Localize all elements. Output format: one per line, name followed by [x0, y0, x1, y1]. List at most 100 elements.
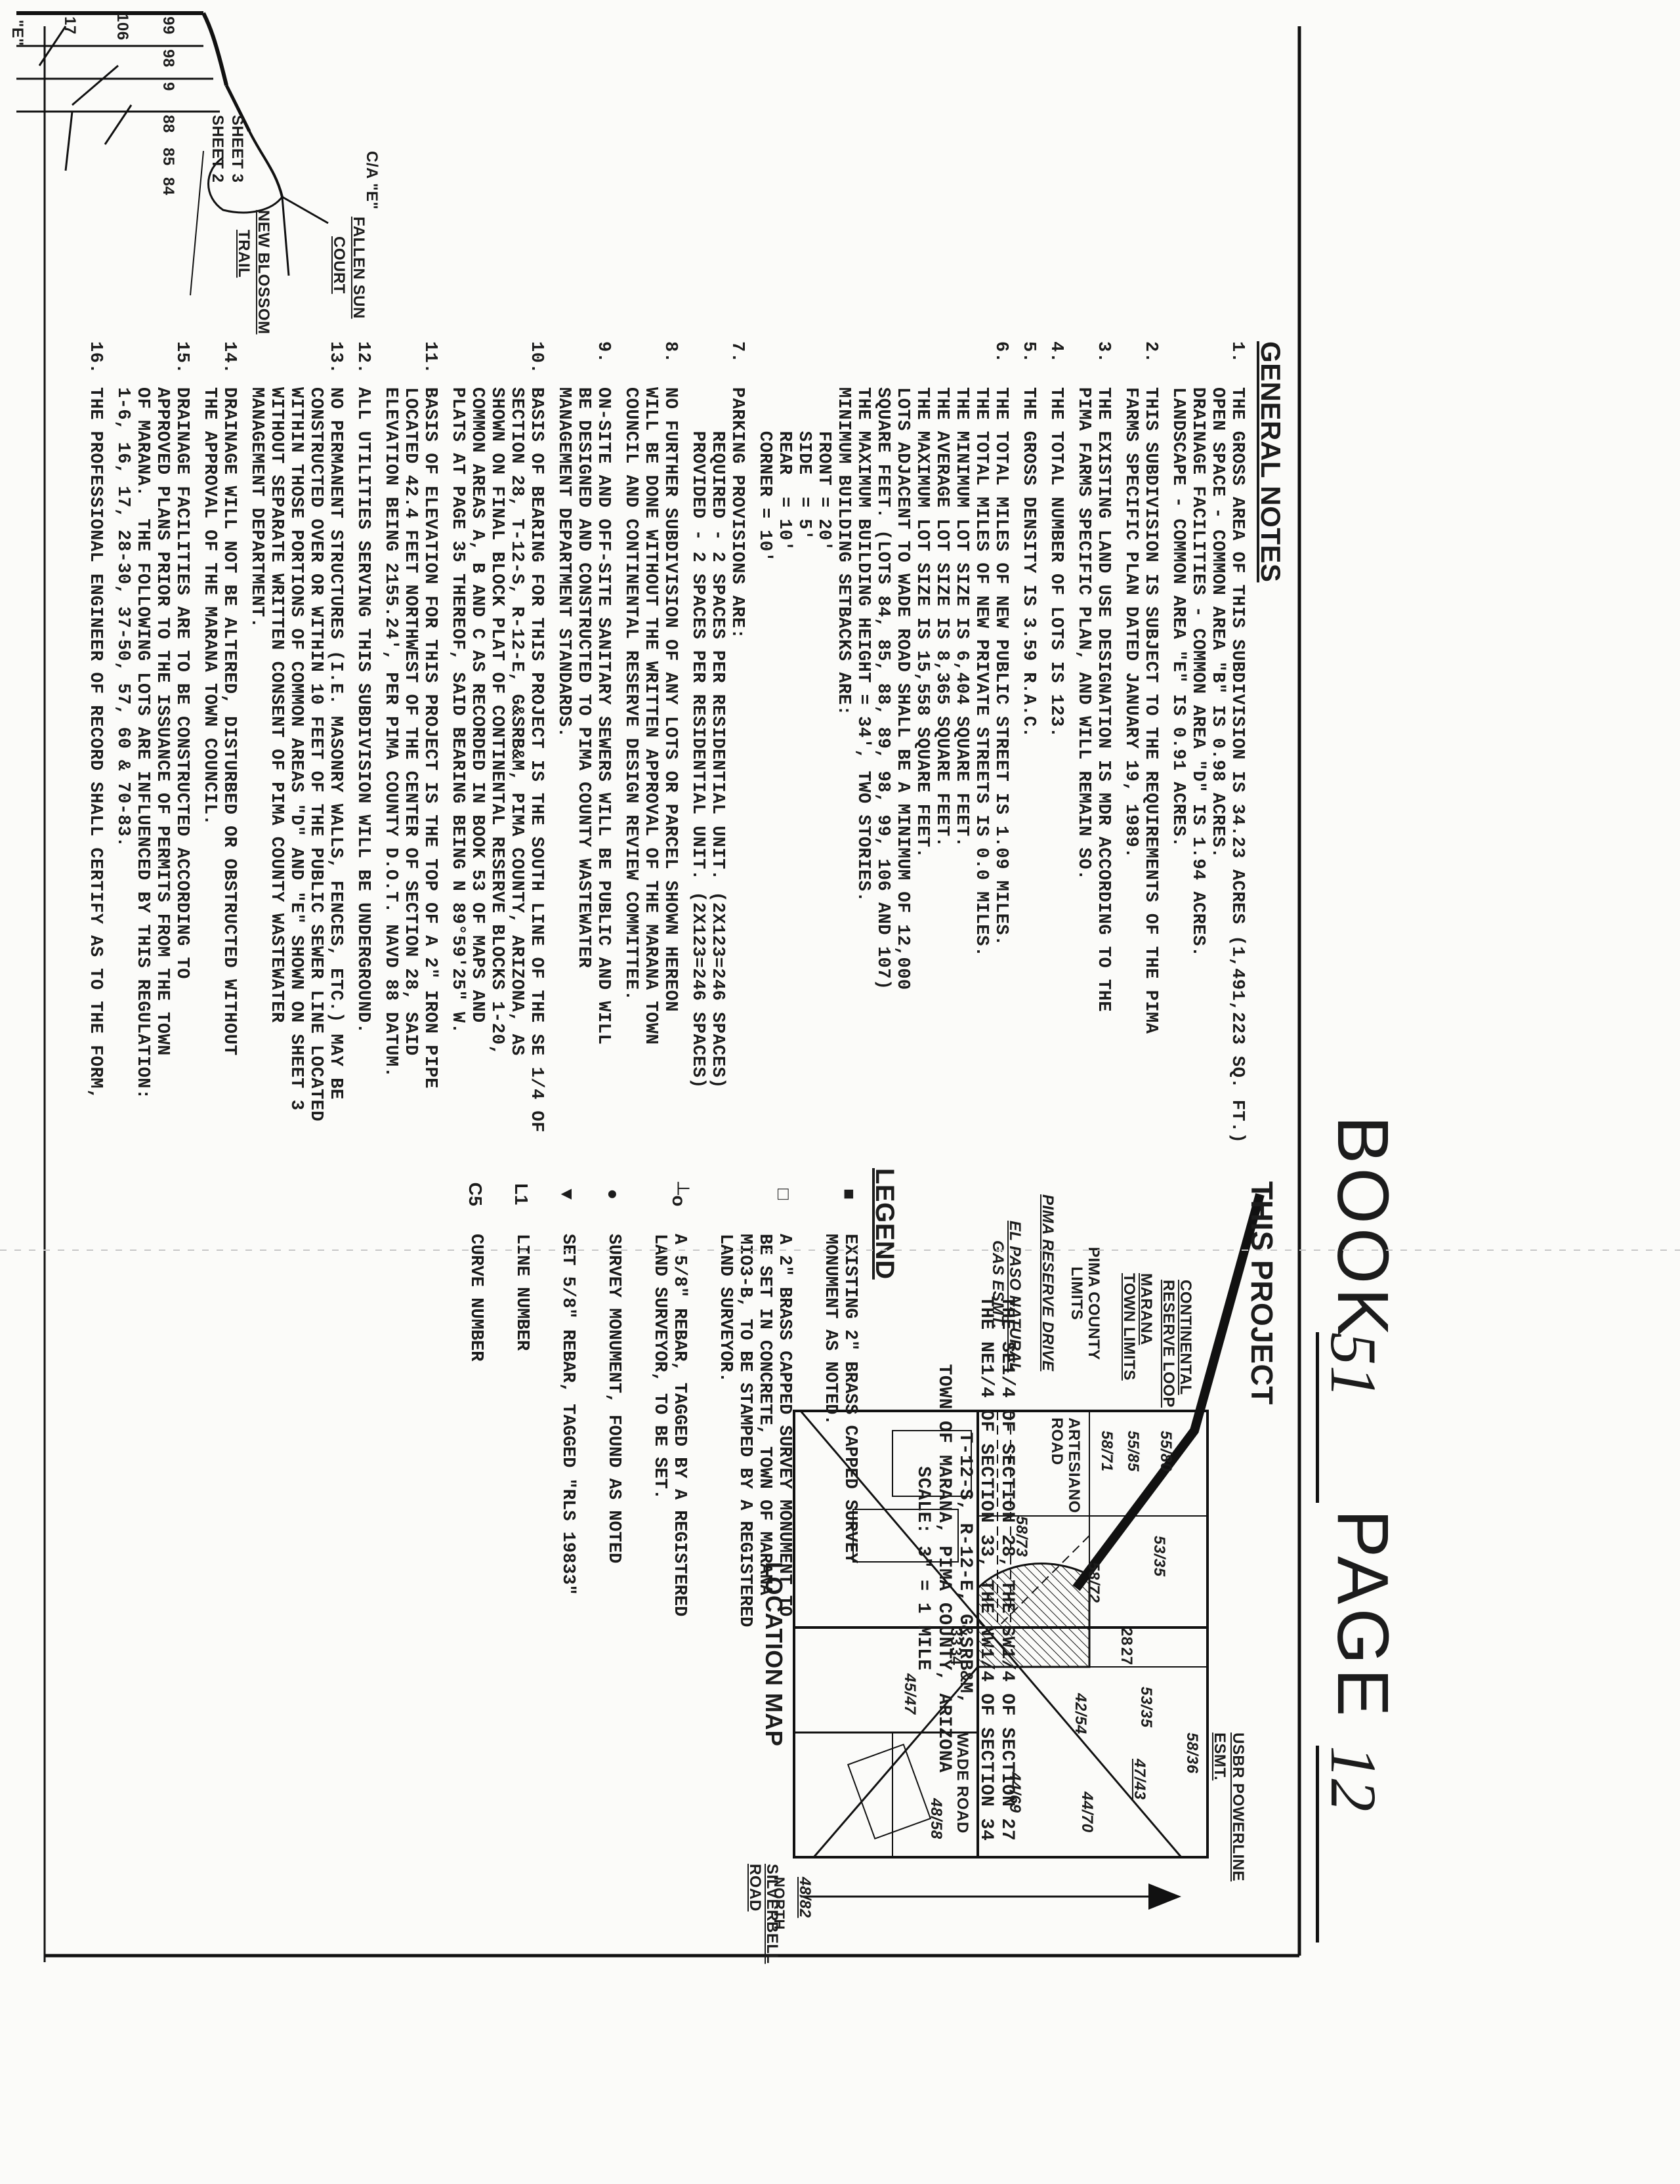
- map-label: MARANA: [1137, 1273, 1155, 1345]
- general-note-number: 10.: [526, 341, 546, 375]
- general-note-line: WITHIN THOSE PORTIONS OF COMMON AREAS "D…: [286, 387, 306, 1111]
- parcel-label: 55/85: [1124, 1431, 1142, 1472]
- plat-label: 98: [159, 49, 177, 68]
- map-label: TOWN LIMITS: [1120, 1273, 1138, 1381]
- plat-label: 84: [159, 177, 177, 196]
- general-note-number: 4.: [1046, 341, 1066, 364]
- general-note-number: 14.: [219, 341, 239, 375]
- legend-text: A 5/8" REBAR, TAGGED BY A REGISTERED: [669, 1234, 689, 1617]
- general-note-line: THE AVERAGE LOT SIZE IS 8,365 SQUARE FEE…: [932, 387, 952, 848]
- general-note-number: 9.: [593, 341, 613, 364]
- general-note-line: PLATS AT PAGE 35 THEREOF, SAID BEARING B…: [448, 387, 467, 1034]
- location-line: THE NE1/4 OF SECTION 33, THE NW1/4 OF SE…: [976, 1295, 996, 1841]
- parcel-label: 53/35: [1150, 1536, 1168, 1577]
- general-note-line: OPEN SPACE - COMMON AREA "B" IS 0.98 ACR…: [1208, 387, 1227, 859]
- book-number: 51: [1317, 1332, 1390, 1398]
- plat-label: 85: [159, 148, 177, 166]
- general-note-number: 12.: [353, 341, 373, 375]
- section-label: 28: [1118, 1628, 1135, 1646]
- location-scale: SCALE: 3" = 1 MILE: [913, 1466, 933, 1671]
- parcel-label: 53/35: [1137, 1687, 1155, 1728]
- general-note-number: 15.: [172, 341, 192, 375]
- filled-circle-icon: ●: [603, 1188, 623, 1200]
- general-note-line: BASIS OF ELEVATION FOR THIS PROJECT IS T…: [420, 387, 440, 1089]
- general-note-line: THE GROSS AREA OF THIS SUBDIVISION IS 34…: [1227, 387, 1247, 1144]
- general-note-line: REQUIRED - 2 SPACES PER RESIDENTIAL UNIT…: [707, 387, 727, 1089]
- general-note-line: FRONT = 20': [814, 387, 833, 552]
- general-note-line: FARMS SPECIFIC PLAN DATED JANUARY 19, 19…: [1121, 387, 1141, 859]
- map-label: ESMT.: [1211, 1732, 1228, 1781]
- plat-label: 99: [159, 16, 177, 35]
- general-note-line: THE PROFESSIONAL ENGINEER OF RECORD SHAL…: [85, 387, 105, 1100]
- general-note-line: BASIS OF BEARING FOR THIS PROJECT IS THE…: [526, 387, 546, 1133]
- parcel-label: 47/43: [1131, 1759, 1148, 1800]
- general-note-line: COMMON AREAS A, B AND C AS RECORDED IN B…: [467, 387, 487, 1023]
- general-note-line: THE GROSS DENSITY IS 3.59 R.A.C.: [1018, 387, 1038, 738]
- parcel-label: 58/36: [1183, 1732, 1201, 1774]
- location-line: THE SE1/4 OF SECTION 28, THE SW1/4 OF SE…: [997, 1295, 1017, 1841]
- general-note-line: LOCATED 42.4 FEET NORTHWEST OF THE CENTE…: [400, 387, 420, 1056]
- general-note-line: NO FURTHER SUBDIVISION OF ANY LOTS OR PA…: [660, 387, 680, 1013]
- map-label: RESERVE LOOP: [1160, 1280, 1177, 1408]
- parcel-label: 58/72: [1085, 1562, 1102, 1603]
- legend-text: LAND SURVEYOR, TO BE SET.: [650, 1234, 669, 1500]
- general-note-line: SQUARE FEET. (LOTS 84, 85, 88, 89, 98, 9…: [873, 387, 892, 990]
- legend-text: CURVE NUMBER: [466, 1234, 486, 1362]
- map-label: ARTESIANO: [1065, 1418, 1083, 1513]
- location-description: THE SE1/4 OF SECTION 28, THE SW1/4 OF SE…: [912, 1181, 1017, 1956]
- location-line: TOWN OF MARANA, PIMA COUNTY, ARIZONA: [934, 1364, 954, 1773]
- legend-text: LINE NUMBER: [512, 1234, 532, 1351]
- plat-label: 17: [61, 16, 79, 35]
- general-note-number: 6.: [991, 341, 1011, 364]
- general-note-line: OF MARANA. THE FOLLOWING LOTS ARE INFLUE…: [133, 387, 152, 1100]
- street-label: TRAIL: [235, 230, 253, 278]
- street-label: NEW BLOSSOM: [255, 210, 272, 335]
- general-note-line: PARKING PROVISIONS ARE:: [727, 387, 747, 640]
- general-note-line: MINIMUM BUILDING SETBACKS ARE:: [833, 387, 853, 717]
- common-area-label: C/A "E": [363, 151, 381, 210]
- general-note-line: MANAGEMENT DEPARTMENT STANDARDS.: [554, 387, 574, 738]
- map-label: USBR POWERLINE: [1229, 1732, 1247, 1882]
- street-label: COURT: [330, 236, 348, 294]
- general-note-number: 16.: [85, 341, 105, 375]
- general-note-line: DRAINAGE FACILITIES - COMMON AREA "D" IS…: [1188, 387, 1208, 957]
- general-note-line: WILL BE DONE WITHOUT THE WRITTEN APPROVA…: [640, 387, 660, 1045]
- general-note-number: 11.: [420, 341, 440, 375]
- legend-text: MONUMENT AS NOTED.: [820, 1234, 840, 1425]
- line-number-icon: L1: [511, 1183, 532, 1206]
- legend-text: SET 5/8" REBAR, TAGGED "RLS 19833": [558, 1234, 578, 1595]
- plat-label: 9: [159, 82, 177, 91]
- sheet-ref: SHEET 3: [228, 115, 246, 183]
- general-note-number: 2.: [1141, 341, 1160, 364]
- general-note-number: 13.: [326, 341, 345, 375]
- general-note-line: APPROVED PLANS PRIOR TO THE ISSUANCE OF …: [152, 387, 172, 1056]
- general-note-line: CORNER = 10': [755, 387, 774, 563]
- map-label: PIMA RESERVE DRIVE: [1039, 1194, 1057, 1372]
- general-note-line: THE EXISTING LAND USE DESIGNATION IS MDR…: [1093, 387, 1113, 1013]
- rebar-tag-icon: ┴o: [669, 1182, 689, 1207]
- parcel-label: 44/70: [1078, 1792, 1096, 1833]
- filled-square-icon: ■: [839, 1188, 860, 1200]
- legend-text: LAND SURVEYOR.: [715, 1234, 735, 1383]
- book-label: BOOK: [1322, 1116, 1403, 1340]
- general-note-line: THE TOTAL MILES OF NEW PRIVATE STREETS I…: [971, 387, 991, 957]
- general-note-line: THE TOTAL NUMBER OF LOTS IS 123.: [1046, 387, 1066, 738]
- scan-divider: [0, 1250, 1680, 1251]
- legend-text: A 2" BRASS CAPPED SURVEY MONUMENT TO: [774, 1234, 794, 1617]
- general-note-line: COUNCIL AND CONTINENTAL RESERVE DESIGN R…: [621, 387, 640, 1001]
- general-note-line: ON-SITE AND OFF-SITE SANITARY SEWERS WIL…: [593, 387, 613, 1045]
- page-number-field: 12: [1316, 1746, 1391, 1942]
- general-note-line: PIMA FARMS SPECIFIC PLAN, AND WILL REMAI…: [1074, 387, 1093, 881]
- this-project-label: THIS PROJECT: [1245, 1181, 1279, 1405]
- general-note-line: DRAINAGE FACILITIES ARE TO BE CONSTRUCTE…: [172, 387, 192, 979]
- general-note-line: BE DESIGNED AND CONSTRUCTED TO PIMA COUN…: [574, 387, 593, 969]
- triangle-icon: ▼: [557, 1185, 578, 1204]
- general-note-number: 7.: [727, 341, 747, 364]
- plat-label: "E": [9, 20, 26, 47]
